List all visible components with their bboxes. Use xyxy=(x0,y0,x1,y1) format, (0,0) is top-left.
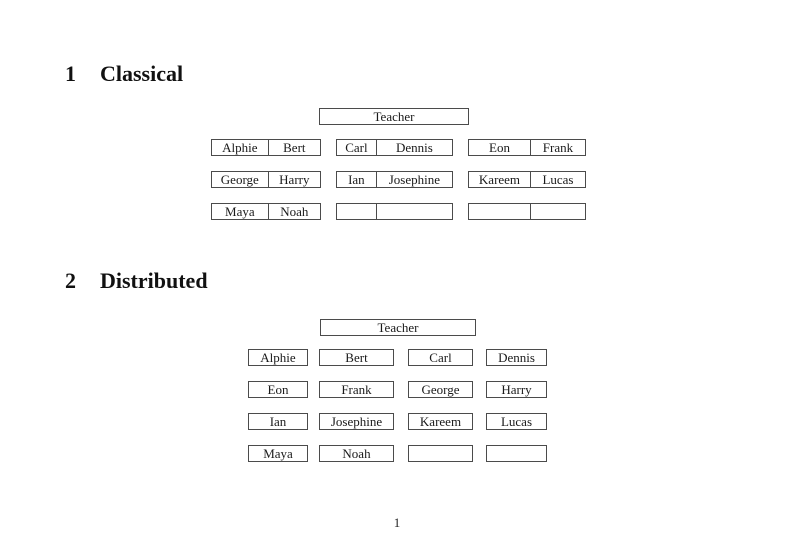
desk-distributed-r1c1: Alphie xyxy=(248,349,308,366)
desk-seat: Dennis xyxy=(498,349,535,365)
desk-seat-right: Josephine xyxy=(388,172,441,187)
desk-classical-r1c3: Eon Frank xyxy=(468,139,586,156)
desk-seat-left xyxy=(469,204,531,219)
desk-seat-left: Carl xyxy=(337,140,377,155)
desk-distributed-r2c1: Eon xyxy=(248,381,308,398)
desk-seat: Eon xyxy=(267,381,289,397)
teacher-label: Teacher xyxy=(373,108,415,124)
desk-distributed-r3c4: Lucas xyxy=(486,413,547,430)
desk-seat-left xyxy=(337,204,377,219)
desk-classical-r3c3-empty xyxy=(468,203,586,220)
desk-seat-right xyxy=(377,204,452,219)
desk-distributed-r2c4: Harry xyxy=(486,381,547,398)
desk-seat-right: Bert xyxy=(283,140,306,155)
section-title: Classical xyxy=(100,61,184,86)
desk-seat-left: Kareem xyxy=(469,172,531,187)
desk-seat: Kareem xyxy=(419,413,462,429)
desk-distributed-r1c4: Dennis xyxy=(486,349,547,366)
section-title: Distributed xyxy=(100,268,208,293)
desk-classical-r3c2-empty xyxy=(336,203,453,220)
desk-seat-right: Dennis xyxy=(395,140,433,155)
desk-distributed-r2c3: George xyxy=(408,381,473,398)
desk-distributed-r4c2: Noah xyxy=(319,445,394,462)
teacher-desk-classical: Teacher xyxy=(319,108,469,125)
desk-seat: Noah xyxy=(342,445,371,461)
desk-classical-r2c2: Ian Josephine xyxy=(336,171,453,188)
desk-classical-r2c1: George Harry xyxy=(211,171,321,188)
desk-seat: Alphie xyxy=(260,349,296,365)
section-number: 1 xyxy=(65,61,76,86)
page-number: 1 xyxy=(393,515,401,530)
section-number: 2 xyxy=(65,268,76,293)
desk-distributed-r4c4-empty xyxy=(486,445,547,462)
desk-seat: Ian xyxy=(269,413,287,429)
desk-seat: Lucas xyxy=(500,413,533,429)
desk-distributed-r3c3: Kareem xyxy=(408,413,473,430)
desk-seat-left: Eon xyxy=(469,140,531,155)
desk-seat-right xyxy=(531,204,585,219)
desk-seat-left: George xyxy=(212,172,269,187)
desk-distributed-r1c2: Bert xyxy=(319,349,394,366)
desk-classical-r2c3: Kareem Lucas xyxy=(468,171,586,188)
desk-seat-left: Maya xyxy=(212,204,269,219)
desk-seat: Maya xyxy=(263,445,293,461)
teacher-label: Teacher xyxy=(377,319,419,335)
desk-seat: George xyxy=(421,381,460,397)
desk-seat: Carl xyxy=(429,349,452,365)
desk-seat-right: Harry xyxy=(279,172,310,187)
desk-distributed-r1c3: Carl xyxy=(408,349,473,366)
desk-seat-left: Ian xyxy=(337,172,377,187)
desk-seat: Josephine xyxy=(330,413,383,429)
section-heading-distributed: 2 Distributed xyxy=(65,268,208,293)
desk-distributed-r4c1: Maya xyxy=(248,445,308,462)
desk-seat-left: Alphie xyxy=(212,140,269,155)
desk-distributed-r3c2: Josephine xyxy=(319,413,394,430)
desk-classical-r1c2: Carl Dennis xyxy=(336,139,453,156)
desk-seat: Bert xyxy=(345,349,368,365)
desk-classical-r1c1: Alphie Bert xyxy=(211,139,321,156)
desk-seat: Harry xyxy=(501,381,532,397)
desk-seat: Frank xyxy=(341,381,372,397)
desk-seat-right: Lucas xyxy=(542,172,574,187)
desk-distributed-r3c1: Ian xyxy=(248,413,308,430)
desk-seat-right: Noah xyxy=(280,204,309,219)
teacher-desk-distributed: Teacher xyxy=(320,319,476,336)
desk-distributed-r2c2: Frank xyxy=(319,381,394,398)
desk-seat-right: Frank xyxy=(542,140,574,155)
section-heading-classical: 1 Classical xyxy=(65,61,184,86)
desk-distributed-r4c3-empty xyxy=(408,445,473,462)
desk-classical-r3c1: Maya Noah xyxy=(211,203,321,220)
